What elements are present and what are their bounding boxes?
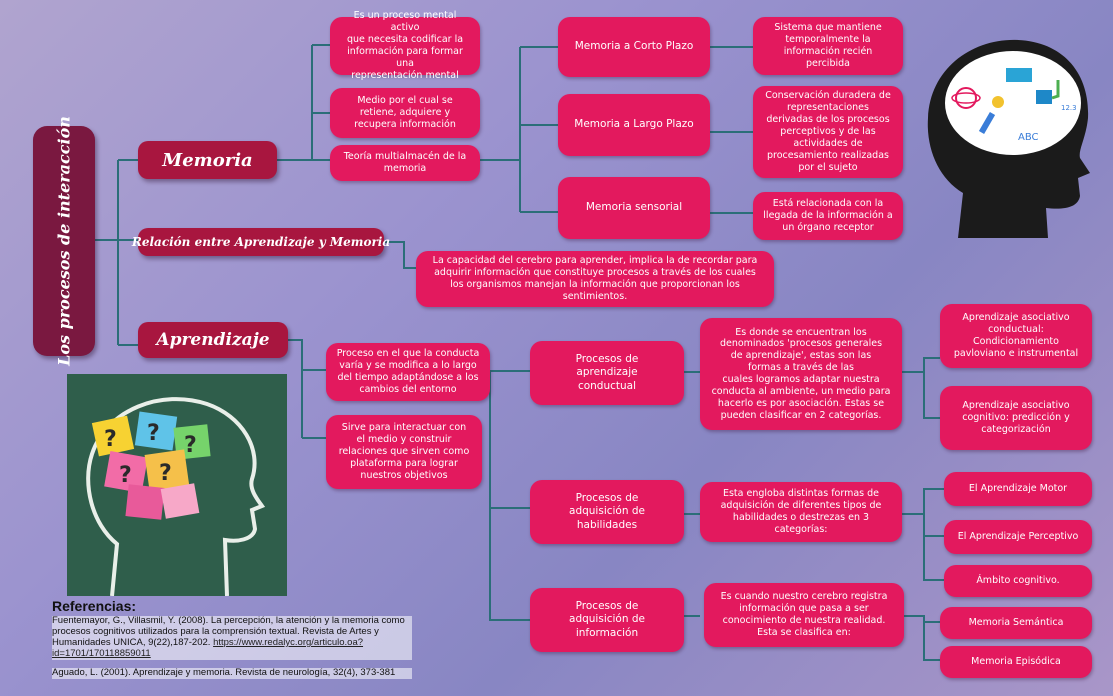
map-title-text: Los procesos de interacción	[54, 116, 74, 366]
procesos-informacion: Procesos de adquisición de información	[530, 588, 684, 652]
svg-text:?: ?	[147, 421, 160, 446]
map-title: Los procesos de interacción	[33, 116, 95, 366]
references: Referencias: Fuentemayor, G., Villasmil,…	[52, 598, 412, 687]
memoria-desc-2: Medio por el cual se retiene, adquiere y…	[330, 88, 480, 138]
habilidades-item-1: El Aprendizaje Motor	[944, 472, 1092, 506]
head-icon-abc: ABC	[1018, 132, 1039, 143]
conductual-item-1: Aprendizaje asociativo conductual: Condi…	[940, 304, 1092, 368]
memoria-largo-plazo: Memoria a Largo Plazo	[558, 94, 710, 156]
habilidades-desc: Esta engloba distintas formas de adquisi…	[700, 482, 902, 542]
svg-text:?: ?	[184, 433, 197, 458]
svg-text:?: ?	[159, 461, 172, 486]
reference-2: Aguado, L. (2001). Aprendizaje y memoria…	[52, 666, 412, 679]
procesos-habilidades: Procesos de adquisición de habilidades	[530, 480, 684, 544]
header-memoria: Memoria	[138, 141, 277, 179]
svg-text:?: ?	[119, 463, 132, 488]
informacion-desc: Es cuando nuestro cerebro registra infor…	[704, 583, 904, 647]
procesos-conductual: Procesos de aprendizaje conductual	[530, 341, 684, 405]
reference-1-link[interactable]: https://www.redalyc.org/articulo.oa?id=1…	[52, 636, 364, 659]
memoria-desc-3: Teoría multialmacén de la memoria	[330, 145, 480, 181]
references-heading: Referencias:	[52, 598, 137, 614]
header-relacion: Relación entre Aprendizaje y Memoria	[132, 228, 390, 256]
chalkboard-image: ??? ??	[67, 374, 287, 596]
habilidades-item-2: El Aprendizaje Perceptivo	[944, 520, 1092, 554]
memoria-desc-1: Es un proceso mental activo que necesita…	[330, 10, 480, 81]
reference-1-text: Fuentemayor, G., Villasmil, Y. (2008). L…	[52, 615, 405, 648]
habilidades-item-3: Ámbito cognitivo.	[944, 565, 1092, 597]
sensorial-desc: Está relacionada con la llegada de la in…	[753, 192, 903, 240]
relacion-desc: La capacidad del cerebro para aprender, …	[416, 251, 774, 307]
memoria-sensorial: Memoria sensorial	[558, 177, 710, 239]
aprendizaje-desc-1: Proceso en el que la conducta varía y se…	[326, 343, 490, 401]
largo-plazo-desc: Conservación duradera de representacione…	[753, 86, 903, 178]
reference-1: Fuentemayor, G., Villasmil, Y. (2008). L…	[52, 615, 412, 660]
conductual-desc: Es donde se encuentran los denominados '…	[700, 318, 902, 430]
reference-2-text: Aguado, L. (2001). Aprendizaje y memoria…	[52, 666, 396, 678]
informacion-item-2: Memoria Episódica	[940, 646, 1092, 678]
svg-text:?: ?	[104, 427, 117, 452]
head-question-icon: ??? ??	[67, 374, 287, 596]
head-icon-number: 12.3	[1061, 104, 1077, 112]
conductual-item-2: Aprendizaje asociativo cognitivo: predic…	[940, 386, 1092, 450]
informacion-item-1: Memoria Semántica	[940, 607, 1092, 639]
corto-plazo-desc: Sistema que mantiene temporalmente la in…	[753, 17, 903, 75]
head-silhouette-icon: ABC 12.3	[927, 39, 1090, 238]
header-aprendizaje: Aprendizaje	[138, 322, 288, 358]
memoria-corto-plazo: Memoria a Corto Plazo	[558, 17, 710, 77]
aprendizaje-desc-2: Sirve para interactuar con el medio y co…	[326, 415, 482, 489]
